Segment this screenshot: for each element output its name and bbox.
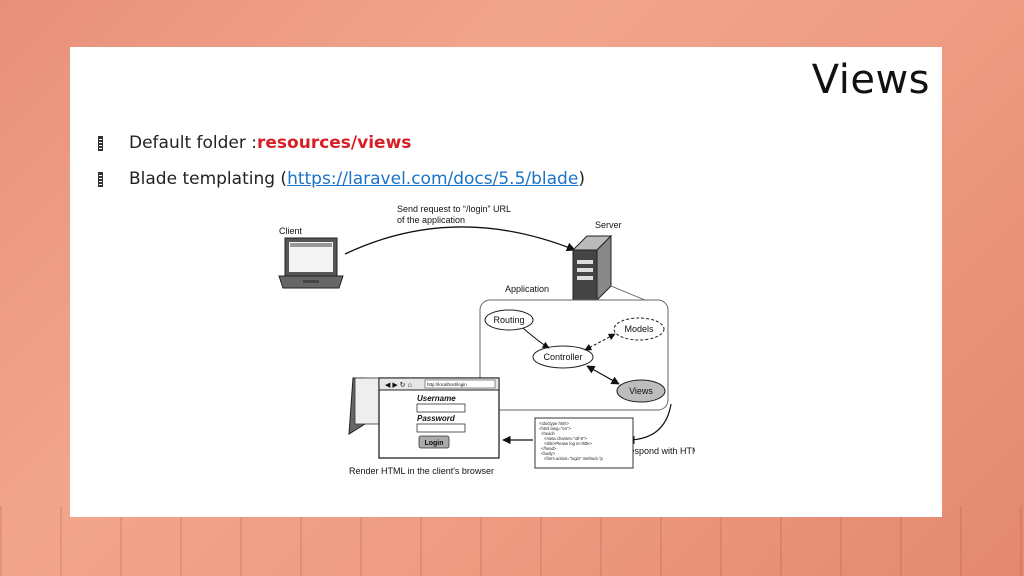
svg-text:<title>Please log in</title>: <title>Please log in</title> (544, 441, 593, 446)
username-label: Username (417, 394, 456, 403)
respond-arrow (626, 403, 672, 445)
request-label-1: Send request to “/login” URL (397, 204, 511, 214)
request-arrow (344, 226, 576, 255)
svg-text:<meta charset="utf-8">: <meta charset="utf-8"> (544, 436, 587, 441)
svg-text:<body>: <body> (541, 451, 556, 456)
svg-text:◀ ▶ ↻ ⌂: ◀ ▶ ↻ ⌂ (385, 382, 412, 389)
server-icon (571, 234, 613, 302)
views-node (616, 379, 666, 403)
svg-text:<!doctype html>: <!doctype html> (539, 421, 569, 426)
client-label: Client (279, 226, 303, 236)
html-code-lines: <!doctype html> <html lang="en"> <head> … (539, 421, 603, 461)
routing-node (484, 309, 534, 331)
models-label: Models (624, 324, 654, 334)
server-label: Server (595, 220, 622, 230)
laptop-icon (278, 237, 344, 289)
request-flow-diagram: Client Send request to “/login” URL of t… (275, 202, 705, 482)
controller-node (532, 345, 594, 369)
bullet-icon (98, 171, 103, 187)
controller-label: Controller (543, 352, 582, 362)
slide-title: Views (811, 57, 930, 103)
browser-window: ◀ ▶ ↻ ⌂ http://localhost/login Username … (378, 377, 500, 459)
browser-url: http://localhost/login (427, 382, 467, 387)
bullet-icon (98, 135, 103, 151)
views-label: Views (629, 386, 653, 396)
svg-text:<head>: <head> (541, 431, 556, 436)
login-button (418, 435, 450, 449)
svg-text:</head>: </head> (541, 446, 557, 451)
username-field (416, 403, 466, 413)
slide: Views Default folder : resources/views B… (70, 47, 942, 517)
svg-text:<form action="login" method="p: <form action="login" method="p (544, 456, 603, 461)
bullet-text: Blade templating ( (129, 169, 288, 189)
folder-path: resources/views (257, 133, 412, 153)
bullet-blade: Blade templating ( https://laravel.com/d… (98, 169, 585, 189)
blade-docs-link[interactable]: https://laravel.com/docs/5.5/blade (287, 169, 579, 189)
controller-models-arrow (584, 333, 616, 351)
bullet-suffix: ) (578, 169, 585, 189)
application-label: Application (505, 284, 549, 294)
routing-label: Routing (493, 315, 524, 325)
render-label: Render HTML in the client's browser (349, 466, 494, 476)
routing-to-controller-arrow (522, 327, 550, 349)
password-label: Password (417, 414, 456, 423)
background-wood (0, 506, 1024, 576)
login-button-label: Login (424, 440, 443, 447)
models-node (613, 317, 665, 341)
controller-views-arrow (586, 365, 620, 385)
request-label-2: of the application (397, 215, 465, 225)
bullet-text: Default folder : (129, 133, 257, 153)
password-field (416, 423, 466, 433)
html-code-box (534, 417, 634, 469)
bullet-default-folder: Default folder : resources/views (98, 133, 411, 153)
respond-label: Respond with HTML (623, 446, 695, 456)
svg-text:<html lang="en">: <html lang="en"> (539, 426, 572, 431)
